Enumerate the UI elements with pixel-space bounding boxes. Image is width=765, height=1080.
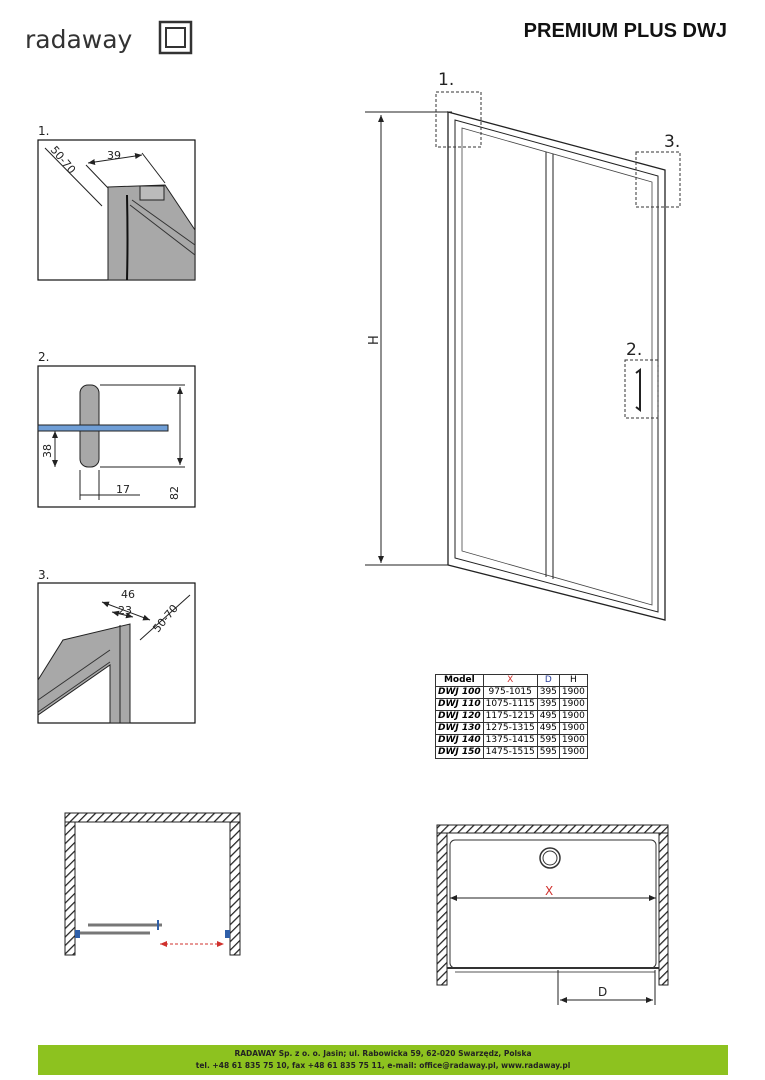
footer: RADAWAY Sp. z o. o. Jasin; ul. Rabowicka… [38,1045,728,1075]
door-plan-dimensions: X D [436,824,669,1005]
cell-h: 1900 [558,746,588,759]
detail-3-label: 3. [38,568,49,582]
cell-model: DWJ 100 [435,686,484,699]
cell-model: DWJ 110 [435,698,484,711]
cell-d: 395 [536,698,560,711]
detail-2-dim-height: 82 [168,486,181,500]
detail-3: 3. 46 23 50-70 [37,568,196,724]
cell-x: 1475-1515 [482,746,538,759]
cell-h: 1900 [558,698,588,711]
cell-d: 495 [536,710,560,723]
cell-h: 1900 [558,722,588,735]
cell-model: DWJ 150 [435,746,484,759]
callout-1: 1. [438,70,454,90]
height-label: H [367,335,382,345]
cell-h: 1900 [558,686,588,699]
radaway-logo: radaway [25,20,193,55]
cell-x: 975-1015 [482,686,538,699]
cell-x: 1275-1315 [482,722,538,735]
cell-d: 595 [536,746,560,759]
d-dim-label: D [598,985,607,999]
callout-2: 2. [626,340,642,360]
cell-x: 1175-1215 [482,710,538,723]
detail-2-dim-offset: 38 [41,444,54,458]
detail-3-dim-total: 46 [121,588,135,601]
cell-d: 595 [536,734,560,747]
col-x: X [482,674,538,687]
detail-1-label: 1. [38,124,49,138]
cell-model: DWJ 140 [435,734,484,747]
callout-3: 3. [664,132,680,152]
cell-x: 1375-1415 [482,734,538,747]
col-model: Model [435,674,484,687]
footer-address: RADAWAY Sp. z o. o. Jasin; ul. Rabowicka… [234,1049,532,1058]
cell-d: 495 [536,722,560,735]
detail-2: 2. 17 38 82 [37,350,196,508]
col-d: D [536,674,560,687]
detail-2-label: 2. [38,350,49,364]
page-title: PREMIUM PLUS DWJ [524,20,727,42]
cell-h: 1900 [558,734,588,747]
detail-3-dim-inner: 23 [118,604,132,617]
detail-1: 1. 39 50-70 [37,124,196,281]
cell-x: 1075-1115 [482,698,538,711]
detail-1-dim-width: 39 [107,149,121,162]
cell-model: DWJ 120 [435,710,484,723]
cell-h: 1900 [558,710,588,723]
footer-contact: tel. +48 61 835 75 10, fax +48 61 835 75… [195,1061,571,1070]
col-h: H [558,674,588,687]
x-dim-label: X [545,884,553,898]
table-header-row: Model X D H [435,674,588,687]
cell-d: 395 [536,686,560,699]
detail-2-dim-width: 17 [116,483,130,496]
cell-model: DWJ 130 [435,722,484,735]
door-plan-opening [64,812,241,956]
logo-text: radaway [25,25,133,54]
door-elevation: H 1. 2. 3. [365,70,681,621]
